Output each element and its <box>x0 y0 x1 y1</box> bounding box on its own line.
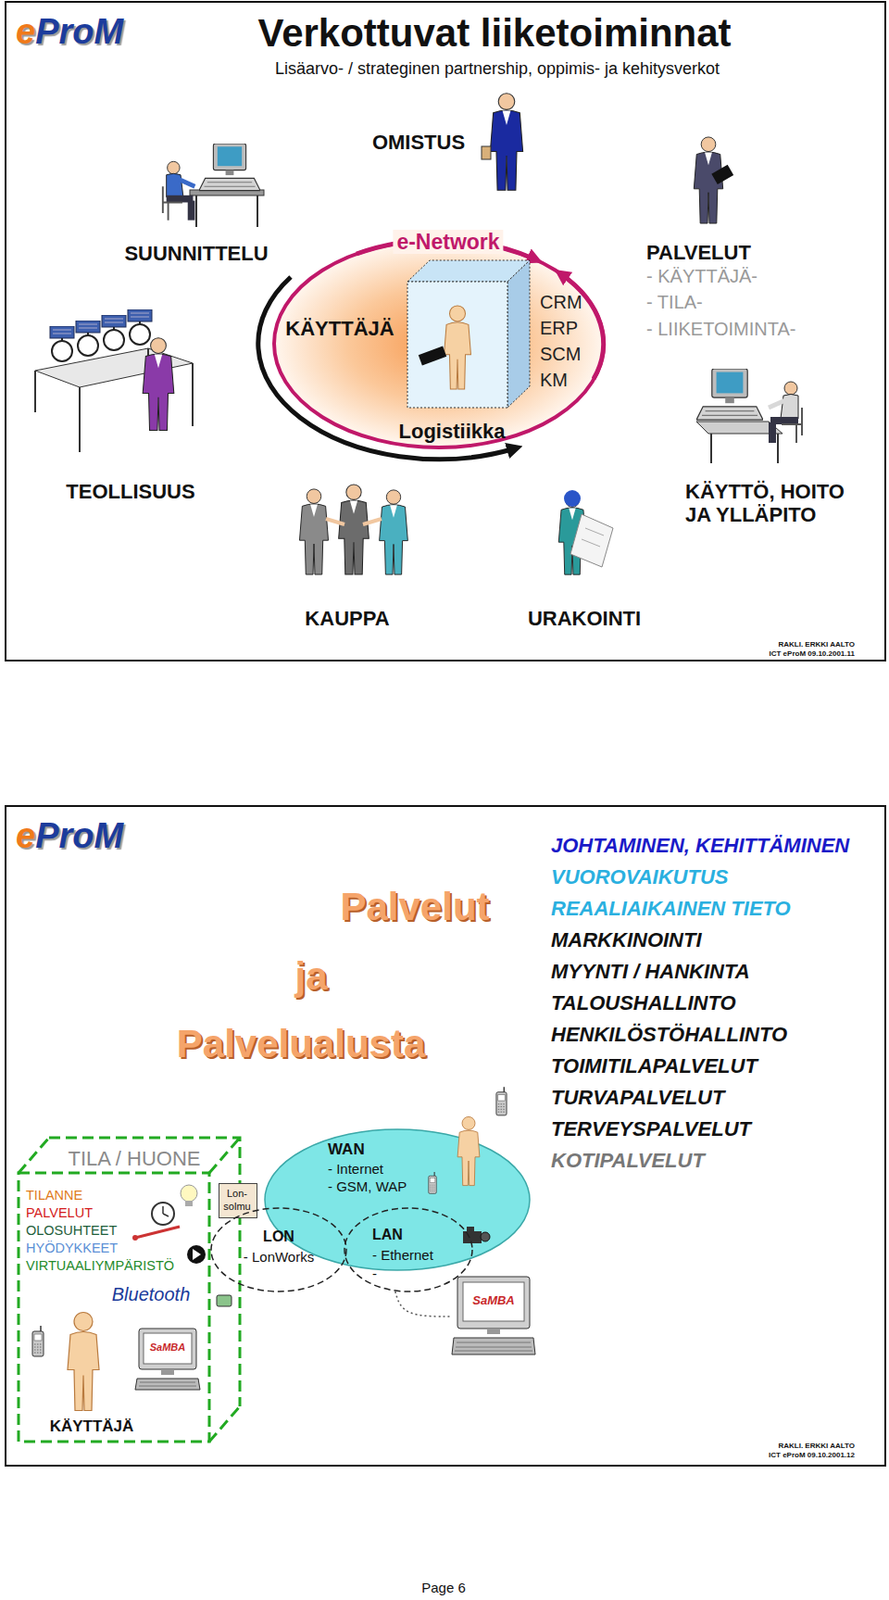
node-text: - LonWorks <box>243 1248 314 1265</box>
service-list-item: MARKKINOINTI <box>550 927 702 952</box>
logo: eProM <box>15 12 124 52</box>
node-text: Logistiikka <box>399 419 506 443</box>
node-text: CRM ERP SCM KM <box>539 288 598 393</box>
logo: eProM <box>15 816 124 856</box>
lan-ellipse: LAN - Ethernet- <box>342 1205 475 1293</box>
slide-heading: ja <box>294 953 327 999</box>
node-text: HYÖDYKKEET <box>25 1239 118 1256</box>
service-item: - TILA- <box>646 291 703 314</box>
lon-ellipse: LON - LonWorks <box>209 1205 349 1293</box>
service-item: - KÄYTTÄJÄ- <box>646 265 758 288</box>
service-list-item: HENKILÖSTÖHALLINTO <box>550 1022 788 1047</box>
service-list-item: TALOUSHALLINTO <box>550 990 737 1015</box>
node-text: - GSM, WAP <box>327 1177 407 1194</box>
node-text: TILANNE <box>25 1187 83 1203</box>
footer-date: ICT eProM 09.10.2001.12 <box>768 1450 855 1460</box>
node-text: OLOSUHTEET <box>25 1222 117 1239</box>
service-list-item: VUOROVAIKUTUS <box>550 864 729 889</box>
page-number: Page 6 <box>421 1578 466 1595</box>
slide-heading: Palvelut <box>339 884 489 929</box>
node-text: - Internet <box>327 1160 384 1177</box>
service-list-item: TURVAPALVELUT <box>550 1085 725 1110</box>
dotted-link <box>395 1290 452 1316</box>
node-text: Lon- solmu <box>219 1186 255 1213</box>
node-text: PALVELUT <box>25 1204 93 1221</box>
subtitle: Lisäarvo- / strateginen partnership, opp… <box>275 59 720 79</box>
service-list-item: MYYNTI / HANKINTA <box>550 959 751 984</box>
footer-author: RAKLI. ERKKI AALTO <box>777 1440 855 1451</box>
sector-label: URAKOINTI <box>527 606 641 630</box>
sector-label: KAUPPA <box>304 606 389 630</box>
footer-author: RAKLI. ERKKI AALTO <box>777 639 855 650</box>
node-text: VIRTUAALIYMPÄRISTÖ <box>25 1257 175 1274</box>
sector-label: PALVELUT <box>646 240 752 264</box>
node-text: LAN <box>372 1226 403 1243</box>
node-text: KÄYTTÄJÄ <box>50 1416 135 1436</box>
node-text: - Ethernet <box>372 1246 434 1263</box>
node-text: TILA / HUONE <box>63 1146 204 1170</box>
slide-title: Verkottuvat liiketoiminnat <box>257 11 731 56</box>
node-text: SaMBA <box>472 1292 515 1308</box>
node-text: SaMBA <box>150 1340 187 1353</box>
network-ellipse: e-NetworkKÄYTTÄJÄCRM ERP SCM KMLogistiik… <box>271 237 607 451</box>
service-list-item: REAALIAIKAINEN TIETO <box>550 896 791 921</box>
node-shape <box>135 1327 201 1391</box>
sector-label: KÄYTTÖ, HOITO JA YLLÄPITO <box>685 479 866 527</box>
sector-label: SUUNNITTELU <box>124 241 268 265</box>
node-text: e-Network <box>392 229 503 254</box>
service-list-item: JOHTAMINEN, KEHITTÄMINEN <box>550 833 850 858</box>
node-text: Bluetooth <box>112 1283 191 1305</box>
service-list-item: TERVEYSPALVELUT <box>550 1116 752 1141</box>
slide-heading: Palvelualusta <box>176 1021 426 1066</box>
node-text: KÄYTTÄJÄ <box>285 316 394 340</box>
samba-terminal: SaMBA <box>451 1276 536 1356</box>
sector-label: TEOLLISUUS <box>65 479 195 503</box>
node-shape <box>451 1276 536 1356</box>
node-text: LON <box>262 1227 295 1245</box>
room-box: TILA / HUONE TILANNEPALVELUTOLOSUHTEETHYÖ… <box>16 1135 243 1443</box>
footer-date: ICT eProM 09.10.2001.11 <box>769 649 856 659</box>
lon-node-box: Lon- solmu <box>218 1182 258 1218</box>
service-list-item: TOIMITILAPALVELUT <box>550 1053 758 1078</box>
samba-terminal: SaMBA <box>135 1327 201 1391</box>
node-text: WAN <box>327 1139 365 1159</box>
sector-label: OMISTUS <box>372 130 465 154</box>
service-item: - LIIKETOIMINTA- <box>646 318 797 340</box>
node-text: - <box>372 1264 377 1281</box>
service-list-item: KOTIPALVELUT <box>550 1148 705 1173</box>
